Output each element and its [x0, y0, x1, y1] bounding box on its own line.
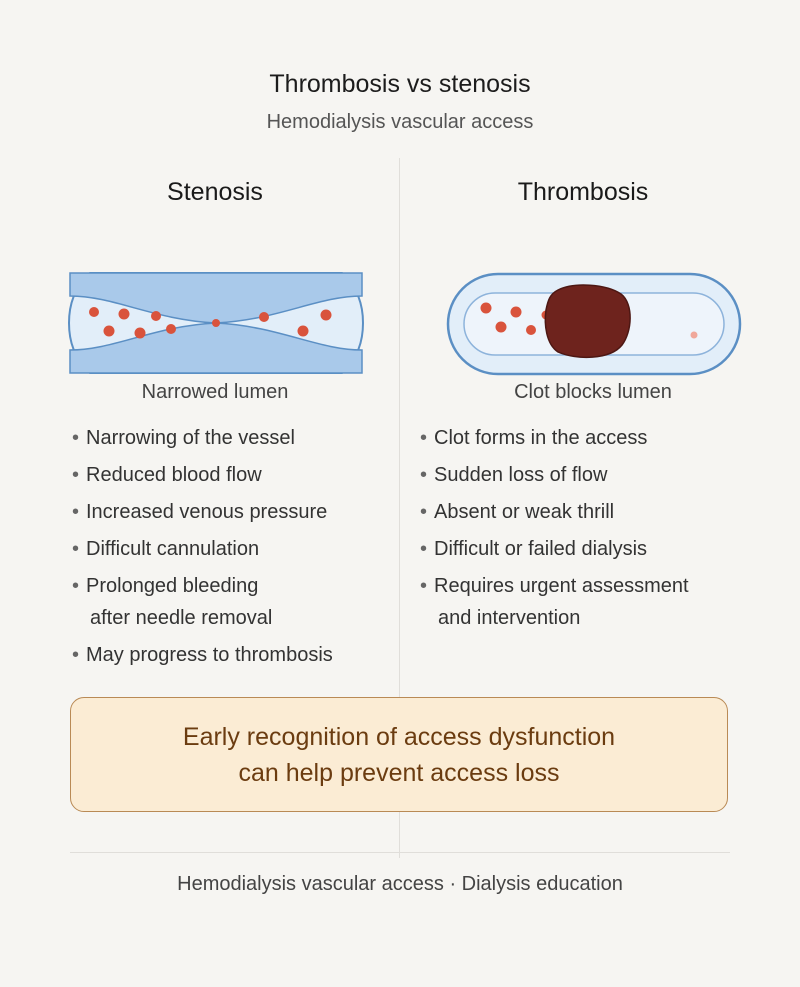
bullet-dot: • — [72, 538, 80, 560]
bullet-text: Difficult or failed dialysis — [434, 538, 648, 560]
column-divider — [399, 158, 400, 858]
list-item: • Increased venous pressure — [72, 500, 387, 524]
bullet-text: Clot forms in the access — [434, 427, 648, 449]
callout-line-2: can help prevent access loss — [238, 758, 560, 787]
thrombosis-bullet-list: • Clot forms in the access • Sudden loss o… — [420, 426, 760, 643]
bullet-text-continuation: and intervention — [438, 607, 581, 629]
blood-cell — [118, 308, 130, 320]
blood-cell — [212, 319, 220, 327]
bullet-text: Sudden loss of flow — [434, 464, 608, 486]
list-item: • Absent or weak thrill — [420, 500, 760, 524]
stenosis-caption: Narrowed lumen — [141, 381, 289, 403]
bullet-text: Prolonged bleeding — [86, 575, 259, 597]
list-item: • May progress to thrombosis — [72, 643, 387, 667]
blood-cell — [320, 309, 332, 321]
bullet-text: May progress to thrombosis — [86, 644, 333, 666]
stenosis-heading: Stenosis — [167, 178, 263, 206]
bullet-text: Narrowing of the vessel — [86, 427, 295, 449]
blood-cell — [480, 302, 492, 314]
bullet-dot: • — [420, 501, 428, 523]
blood-cell — [103, 325, 115, 337]
thrombosis-heading: Thrombosis — [517, 178, 649, 206]
bullet-dot: • — [72, 575, 80, 597]
bullet-dot: • — [420, 538, 428, 560]
blood-cell — [151, 311, 161, 321]
bullet-dot: • — [72, 464, 80, 486]
list-item: • Narrowing of the vessel — [72, 426, 387, 450]
thrombosis-illustration — [446, 272, 742, 376]
blood-cell — [526, 325, 536, 335]
blood-cell — [134, 327, 146, 339]
bullet-text: Increased venous pressure — [86, 501, 328, 523]
page-subtitle: Hemodialysis vascular access — [266, 111, 534, 133]
bullet-dot: • — [420, 575, 428, 597]
blood-cell — [495, 321, 507, 333]
clot-shape — [544, 284, 631, 359]
list-item: • Difficult or failed dialysis — [420, 537, 760, 561]
blood-cell — [89, 307, 99, 317]
thrombosis-caption: Clot blocks lumen — [514, 381, 672, 403]
bullet-text: Difficult cannulation — [86, 538, 260, 560]
blood-cell — [166, 324, 176, 334]
list-item: • Requires urgent assessment and intervent… — [420, 574, 760, 630]
callout-line-1: Early recognition of access dysfunction — [182, 722, 616, 751]
blood-cell — [690, 331, 698, 339]
blood-cell — [259, 312, 269, 322]
blood-cell — [510, 306, 522, 318]
blood-cell — [297, 325, 309, 337]
bullet-dot: • — [72, 644, 80, 666]
bullet-text: Requires urgent assessment — [434, 575, 689, 597]
bullet-dot: • — [420, 427, 428, 449]
key-message-callout: Early recognition of access dysfunction … — [70, 697, 728, 812]
list-item: • Clot forms in the access — [420, 426, 760, 450]
bullet-text: Reduced blood flow — [86, 464, 262, 486]
bullet-dot: • — [72, 427, 80, 449]
list-item: • Reduced blood flow — [72, 463, 387, 487]
list-item: • Difficult cannulation — [72, 537, 387, 561]
bullet-dot: • — [72, 501, 80, 523]
list-item: • Prolonged bleeding after needle removal — [72, 574, 387, 630]
footer-divider — [70, 852, 730, 853]
bullet-text-continuation: after needle removal — [90, 607, 273, 629]
stenosis-illustration — [68, 272, 364, 374]
footer-text: Hemodialysis vascular access · Dialysis … — [177, 873, 623, 895]
list-item: • Sudden loss of flow — [420, 463, 760, 487]
bullet-dot: • — [420, 464, 428, 486]
stenosis-bullet-list: • Narrowing of the vessel • Reduced blood … — [72, 426, 387, 680]
bullet-text: Absent or weak thrill — [434, 501, 615, 523]
page-title: Thrombosis vs stenosis — [269, 70, 531, 98]
